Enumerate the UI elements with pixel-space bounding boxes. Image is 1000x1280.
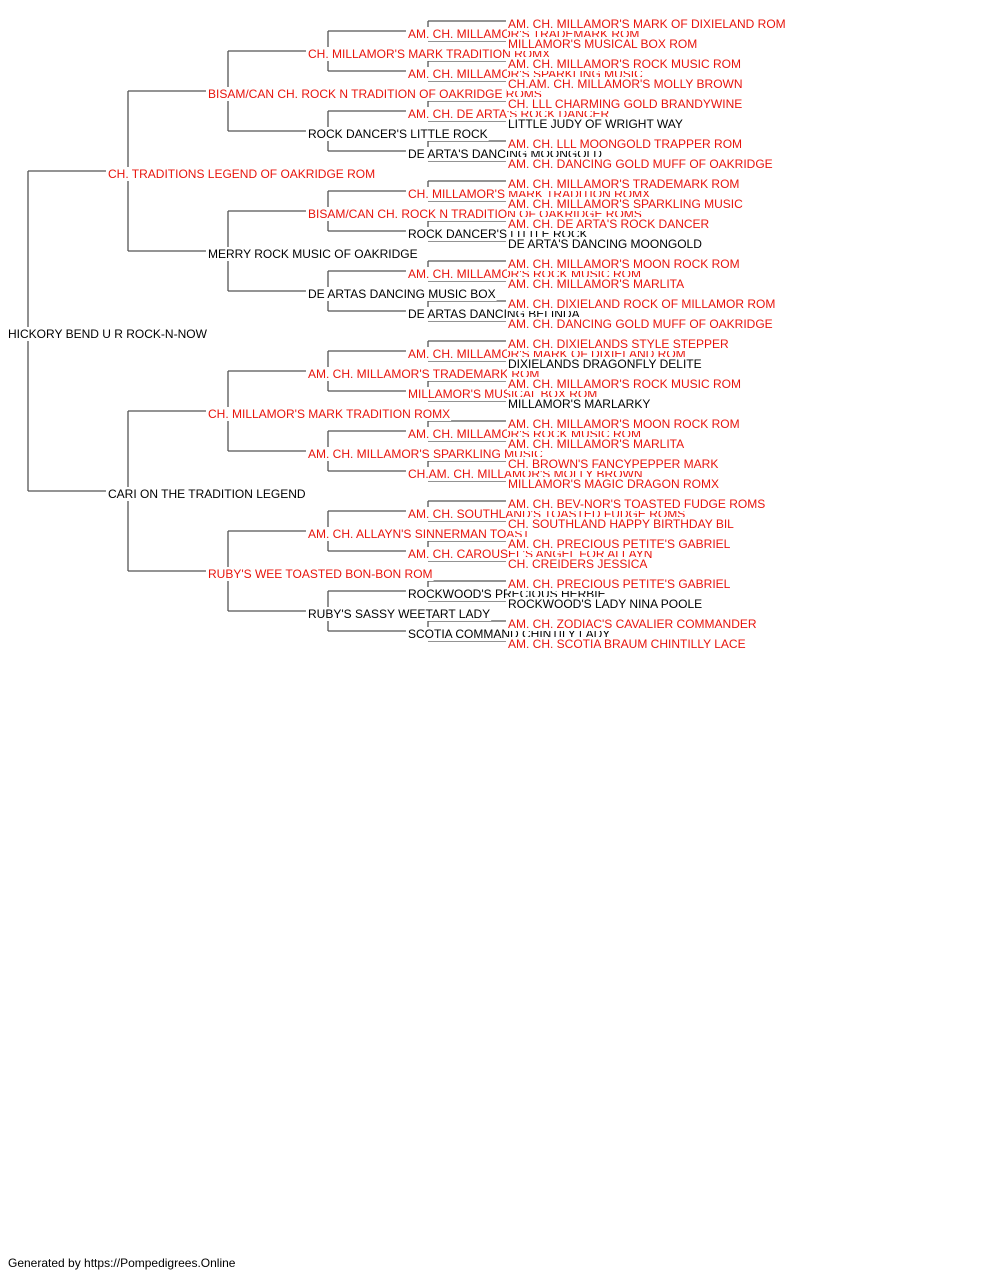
label-backing <box>307 367 541 381</box>
ancestor-name-gen-2: CH. MILLAMOR'S MARK TRADITION ROMX <box>208 407 450 421</box>
ancestor-name-gen-5: AM. CH. MILLAMOR'S MOON ROCK ROM <box>508 257 740 271</box>
ancestor-name-gen-5: AM. CH. MILLAMOR'S ROCK MUSIC ROM <box>508 57 741 71</box>
ancestor-name-gen-5: AM. CH. SCOTIA BRAUM CHINTILLY LACE <box>508 637 746 651</box>
ancestor-name-gen-5: AM. CH. DIXIELAND ROCK OF MILLAMOR ROM <box>508 297 775 311</box>
ancestor-name-gen-1: CH. TRADITIONS LEGEND OF OAKRIDGE ROM <box>108 167 375 181</box>
ancestor-name-gen-3: ROCK DANCER'S LITTLE ROCK <box>308 127 488 141</box>
ancestor-name-gen-5: MILLAMOR'S MAGIC DRAGON ROMX <box>508 477 719 491</box>
ancestor-name-gen-5: ROCKWOOD'S LADY NINA POOLE <box>508 597 702 611</box>
label-backing <box>507 457 720 471</box>
label-backing <box>507 177 741 191</box>
ancestor-name-gen-5: DIXIELANDS DRAGONFLY DELITE <box>508 357 702 371</box>
ancestor-name-gen-5: AM. CH. DE ARTA'S ROCK DANCER <box>508 217 710 231</box>
ancestor-name-gen-5: AM. CH. MILLAMOR'S MARK OF DIXIELAND ROM <box>508 17 786 31</box>
ancestor-name-gen-5: AM. CH. LLL MOONGOLD TRAPPER ROM <box>508 137 742 151</box>
label-backing <box>507 517 736 531</box>
label-backing <box>507 237 704 251</box>
label-backing <box>507 417 741 431</box>
ancestor-name-gen-5: MILLAMOR'S MARLARKY <box>508 397 650 411</box>
label-backing <box>207 567 434 581</box>
ancestor-name-gen-3: RUBY'S SASSY WEETART LADY <box>308 607 490 621</box>
label-backing <box>507 217 711 231</box>
ancestor-name-gen-5: LITTLE JUDY OF WRIGHT WAY <box>508 117 683 131</box>
ancestor-name-gen-5: AM. CH. PRECIOUS PETITE'S GABRIEL <box>508 537 731 551</box>
ancestor-name-gen-5: AM. CH. PRECIOUS PETITE'S GABRIEL <box>508 577 731 591</box>
ancestor-name-gen-3: AM. CH. ALLAYN'S SINNERMAN TOAST <box>308 527 530 541</box>
label-backing <box>307 527 532 541</box>
ancestor-name-gen-1: CARI ON THE TRADITION LEGEND <box>108 487 306 501</box>
label-backing <box>507 197 745 211</box>
ancestor-name-gen-5: AM. CH. MILLAMOR'S ROCK MUSIC ROM <box>508 377 741 391</box>
ancestor-name-gen-2: BISAM/CAN CH. ROCK N TRADITION OF OAKRID… <box>208 87 542 101</box>
footer-credit: Generated by https://Pompedigrees.Online <box>8 1256 236 1270</box>
label-backing <box>507 357 703 371</box>
label-backing <box>507 97 744 111</box>
label-backing <box>507 297 777 311</box>
ancestor-name-gen-5: AM. CH. BEV-NOR'S TOASTED FUDGE ROMS <box>508 497 765 511</box>
label-backing <box>507 17 787 31</box>
label-backing <box>507 317 774 331</box>
ancestor-name-gen-3: CH. MILLAMOR'S MARK TRADITION ROMX <box>308 47 550 61</box>
ancestor-name-gen-5: AM. CH. MILLAMOR'S SPARKLING MUSIC <box>508 197 743 211</box>
ancestor-name-gen-5: AM. CH. ZODIAC'S CAVALIER COMMANDER <box>508 617 757 631</box>
ancestor-name-gen-2: RUBY'S WEE TOASTED BON-BON ROM <box>208 567 433 581</box>
label-backing <box>307 447 545 461</box>
label-backing <box>307 607 492 621</box>
label-backing <box>507 597 704 611</box>
label-backing <box>507 577 732 591</box>
ancestor-name-gen-5: CH. CREIDERS JESSICA <box>508 557 647 571</box>
ancestor-name-gen-5: CH. LLL CHARMING GOLD BRANDYWINE <box>508 97 742 111</box>
ancestor-name-gen-5: AM. CH. MILLAMOR'S MARLITA <box>508 437 684 451</box>
label-backing <box>507 37 699 51</box>
label-backing <box>207 407 452 421</box>
ancestor-name-gen-3: AM. CH. MILLAMOR'S TRADEMARK ROM <box>308 367 539 381</box>
label-backing <box>507 397 652 411</box>
ancestor-name-gen-5: AM. CH. DIXIELANDS STYLE STEPPER <box>508 337 729 351</box>
label-backing <box>507 77 744 91</box>
ancestor-name-gen-5: AM. CH. MILLAMOR'S TRADEMARK ROM <box>508 177 739 191</box>
label-backing <box>307 127 489 141</box>
ancestor-name-gen-5: AM. CH. MILLAMOR'S MARLITA <box>508 277 684 291</box>
ancestor-name-gen-5: CH.AM. CH. MILLAMOR'S MOLLY BROWN <box>508 77 743 91</box>
label-backing <box>507 557 649 571</box>
label-backing <box>107 167 377 181</box>
label-backing <box>507 497 767 511</box>
label-backing <box>507 277 686 291</box>
label-backing <box>507 637 747 651</box>
label-backing <box>7 327 209 341</box>
label-backing <box>507 377 742 391</box>
label-backing <box>507 157 774 171</box>
label-backing <box>107 487 307 501</box>
ancestor-name-gen-3: DE ARTAS DANCING MUSIC BOX <box>308 287 496 301</box>
label-backing <box>507 437 686 451</box>
ancestor-name-gen-5: CH. SOUTHLAND HAPPY BIRTHDAY BIL <box>508 517 734 531</box>
ancestor-name-gen-2: MERRY ROCK MUSIC OF OAKRIDGE <box>208 247 418 261</box>
ancestor-name-gen-5: DE ARTA'S DANCING MOONGOLD <box>508 237 702 251</box>
label-backing <box>507 337 731 351</box>
ancestor-name-gen-5: CH. BROWN'S FANCYPEPPER MARK <box>508 457 718 471</box>
label-backing <box>507 537 732 551</box>
ancestor-name-gen-3: AM. CH. MILLAMOR'S SPARKLING MUSIC <box>308 447 543 461</box>
label-backing <box>507 477 720 491</box>
label-backing <box>507 137 744 151</box>
label-backing <box>507 117 684 131</box>
label-backing <box>507 57 742 71</box>
label-backing <box>207 247 419 261</box>
label-backing <box>207 87 543 101</box>
label-backing <box>307 287 497 301</box>
subject-dog-name: HICKORY BEND U R ROCK-N-NOW <box>8 327 208 341</box>
ancestor-name-gen-5: MILLAMOR'S MUSICAL BOX ROM <box>508 37 697 51</box>
ancestor-name-gen-5: AM. CH. MILLAMOR'S MOON ROCK ROM <box>508 417 740 431</box>
label-backing <box>307 47 552 61</box>
label-backing <box>507 617 758 631</box>
label-backing <box>507 257 741 271</box>
ancestor-name-gen-5: AM. CH. DANCING GOLD MUFF OF OAKRIDGE <box>508 317 773 331</box>
ancestor-name-gen-5: AM. CH. DANCING GOLD MUFF OF OAKRIDGE <box>508 157 773 171</box>
